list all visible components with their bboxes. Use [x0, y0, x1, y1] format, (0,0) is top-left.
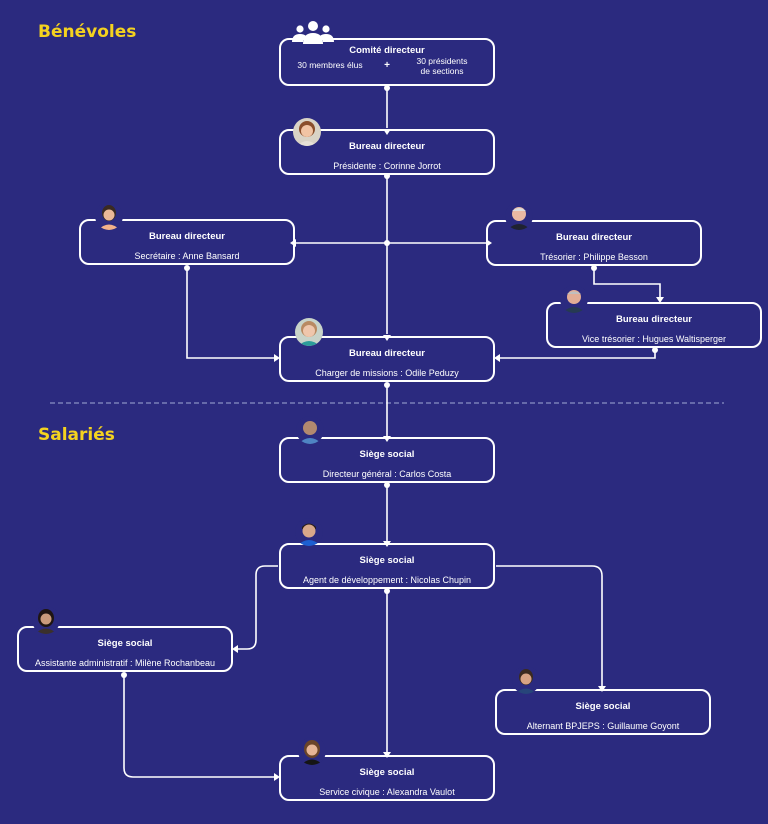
avatar	[293, 118, 321, 146]
avatar	[512, 666, 540, 694]
node-subtitle: Trésorier : Philippe Besson	[540, 252, 648, 262]
node-alternant: Siège social Alternant BPJEPS : Guillaum…	[495, 689, 711, 735]
node-subtitle: Secrétaire : Anne Bansard	[134, 251, 240, 261]
node-title: Siège social	[575, 701, 631, 712]
node-subtitle: Charger de missions : Odile Peduzy	[315, 368, 459, 378]
section-title-salaries: Salariés	[38, 425, 115, 445]
avatar	[560, 285, 588, 313]
node-title: Bureau directeur	[555, 232, 633, 243]
comite-presidents: 30 présidents de sections	[416, 56, 468, 76]
comite-members: 30 membres élus	[297, 60, 363, 70]
avatar	[505, 202, 533, 230]
avatar	[295, 518, 323, 546]
node-subtitle: Présidente : Corinne Jorrot	[333, 161, 441, 171]
node-title: Siège social	[97, 638, 153, 649]
avatar	[95, 202, 123, 230]
avatar	[32, 606, 60, 634]
node-subtitle: Directeur général : Carlos Costa	[322, 469, 452, 479]
node-charger-missions: Bureau directeur Charger de missions : O…	[279, 336, 495, 382]
node-subtitle: Assistante administratif : Milène Rochan…	[34, 658, 216, 668]
section-title-benevoles: Bénévoles	[38, 22, 137, 42]
node-title: Siège social	[359, 449, 415, 460]
node-title: Bureau directeur	[148, 231, 226, 242]
node-assistante: Siège social Assistante administratif : …	[17, 626, 233, 672]
node-title: Bureau directeur	[348, 348, 426, 359]
node-tresorier: Bureau directeur Trésorier : Philippe Be…	[486, 220, 702, 266]
node-subtitle: Service civique : Alexandra Vaulot	[319, 787, 455, 797]
node-subtitle: Agent de développement : Nicolas Chupin	[302, 575, 472, 585]
comite-plus: +	[384, 60, 390, 71]
node-agent-developpement: Siège social Agent de développement : Ni…	[279, 543, 495, 589]
node-presidente: Bureau directeur Présidente : Corinne Jo…	[279, 129, 495, 175]
node-subtitle: Alternant BPJEPS : Guillaume Goyont	[526, 721, 680, 731]
node-title: Bureau directeur	[348, 141, 426, 152]
avatar	[298, 737, 326, 765]
node-directeur-general: Siège social Directeur général : Carlos …	[279, 437, 495, 483]
avatar	[296, 416, 324, 444]
avatar	[295, 318, 323, 346]
node-secretaire: Bureau directeur Secrétaire : Anne Bansa…	[79, 219, 295, 265]
node-service-civique: Siège social Service civique : Alexandra…	[279, 755, 495, 801]
comite-directeur-box: Comité directeur 30 membres élus + 30 pr…	[279, 38, 495, 86]
comite-title: Comité directeur	[349, 45, 425, 56]
node-title: Siège social	[359, 555, 415, 566]
node-title: Bureau directeur	[615, 314, 693, 325]
node-title: Siège social	[359, 767, 415, 778]
node-vice-tresorier: Bureau directeur Vice trésorier : Hugues…	[546, 302, 762, 348]
node-subtitle: Vice trésorier : Hugues Waltisperger	[581, 334, 727, 344]
